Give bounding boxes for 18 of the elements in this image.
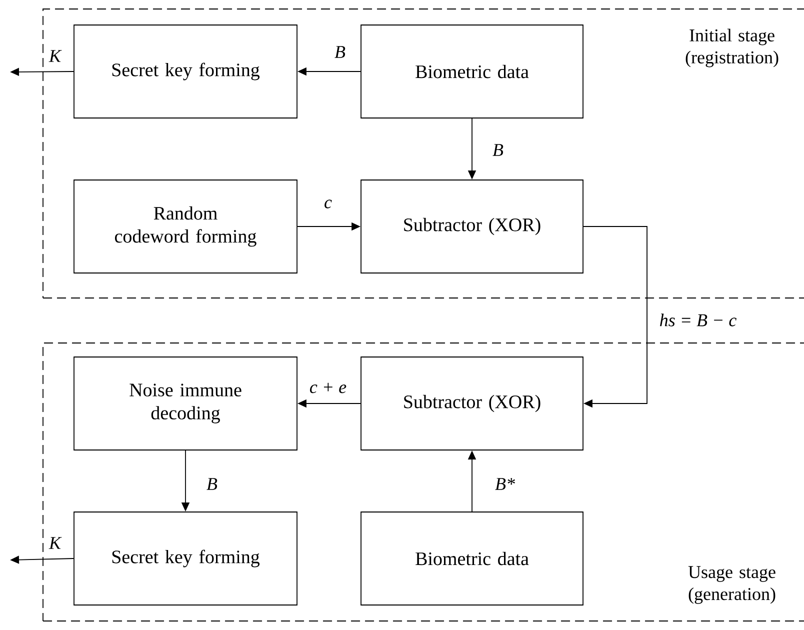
process-box: Subtractor (XOR)	[360, 180, 584, 274]
process-box: Biometric data	[360, 512, 584, 606]
process-box: Subtractor (XOR)	[360, 356, 584, 450]
process-box: Biometric data	[360, 24, 584, 118]
arrow	[583, 226, 648, 408]
process-box: Secret key forming	[74, 512, 298, 606]
edge-label: hs = B − c	[658, 312, 738, 328]
process-box: Secret key forming	[74, 24, 298, 118]
edge-label: B	[206, 477, 218, 491]
edge-label: c + e	[308, 382, 348, 394]
process-box: Noise immune decoding	[74, 356, 298, 450]
edge-label: K	[48, 536, 62, 550]
edge-label: B	[334, 45, 346, 59]
process-box: Random codeword forming	[74, 180, 298, 274]
edge-label: B	[492, 143, 504, 157]
edge-label: B*	[494, 477, 516, 491]
edge-label: c	[323, 198, 333, 210]
edge-label: K	[48, 49, 62, 63]
